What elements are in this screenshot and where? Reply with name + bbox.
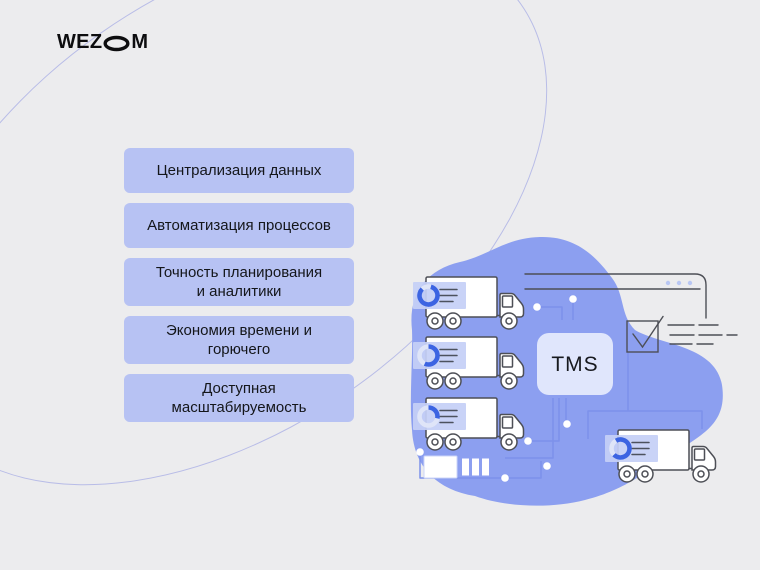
benefit-label: Точность планирования и аналитики — [155, 264, 323, 300]
browser-window-icon — [524, 273, 707, 319]
circuit-lines — [419, 299, 703, 479]
donut-chart — [417, 284, 440, 307]
benefit-item: Точность планирования и аналитики — [124, 258, 354, 306]
benefit-item: Централизация данных — [124, 148, 354, 193]
truck-3 — [413, 398, 524, 450]
tms-label: TMS — [551, 353, 598, 376]
benefit-label: Автоматизация процессов — [147, 217, 331, 234]
device-box — [423, 455, 458, 479]
truck-1 — [413, 277, 524, 329]
logo-text-end: M — [131, 31, 149, 53]
benefit-item: Доступная масштабируемость — [124, 374, 354, 422]
window-dot — [676, 280, 682, 286]
benefits-list: Централизация данных Автоматизация проце… — [124, 148, 354, 422]
donut-chart — [417, 344, 440, 367]
signal-bars — [462, 458, 489, 476]
wezom-logo: WEZ M — [57, 31, 148, 54]
checkbox-icon — [626, 315, 664, 353]
circuit-dots — [416, 295, 577, 482]
benefit-label: Доступная масштабируемость — [171, 380, 307, 416]
logo-text-start: WEZ — [57, 31, 103, 53]
benefit-item: Экономия времени и горючего — [124, 316, 354, 364]
benefit-label: Экономия времени и горючего — [166, 322, 312, 358]
window-dot — [665, 280, 671, 286]
truck-2 — [413, 337, 524, 389]
logo-o-icon — [103, 35, 130, 52]
tms-box: TMS — [537, 333, 613, 395]
window-dot — [687, 280, 693, 286]
truck-4 — [605, 430, 716, 482]
donut-chart — [417, 405, 440, 428]
benefit-label: Централизация данных — [156, 162, 322, 179]
donut-chart — [609, 437, 632, 460]
text-lines-icon — [667, 324, 738, 345]
benefit-item: Автоматизация процессов — [124, 203, 354, 248]
